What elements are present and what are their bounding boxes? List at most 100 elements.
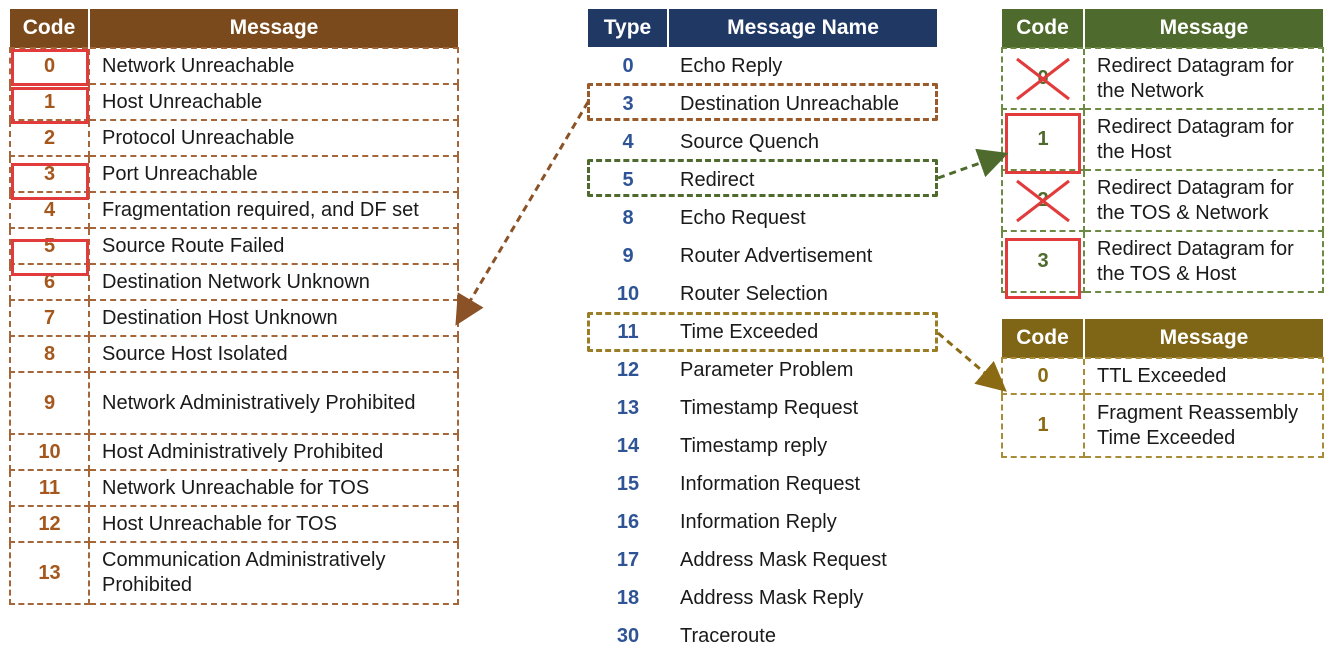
table-row: 3 Redirect Datagram for the TOS & Host xyxy=(1001,230,1324,293)
highlight-box xyxy=(1005,113,1081,174)
message-cell: Host Unreachable xyxy=(88,83,459,121)
message-cell: TTL Exceeded xyxy=(1083,357,1324,395)
highlight-box xyxy=(1005,238,1081,299)
type-cell: 17 xyxy=(616,548,640,571)
code-cell: 8 xyxy=(9,335,90,373)
message-cell: Network Unreachable for TOS xyxy=(88,469,459,507)
code-cell: 6 xyxy=(9,263,90,301)
name-cell: Address Mask Request xyxy=(680,548,887,571)
redirect-highlight xyxy=(587,159,938,197)
table-row: 2 Redirect Datagram for the TOS & Networ… xyxy=(1001,169,1324,232)
type-cell: 10 xyxy=(616,282,640,305)
type-cell: 11 xyxy=(617,320,639,343)
name-cell: Router Selection xyxy=(680,282,828,305)
type-cell: 15 xyxy=(616,472,640,495)
name-cell: Echo Reply xyxy=(680,54,783,77)
code-cell: 11 xyxy=(9,469,90,507)
highlight-box xyxy=(11,49,89,86)
table-row: 10 Router Selection xyxy=(588,275,937,313)
name-cell: Address Mask Reply xyxy=(680,586,864,609)
name-cell: Redirect xyxy=(680,168,755,191)
table-row: 0 Redirect Datagram for the Network xyxy=(1001,47,1324,110)
message-cell: Fragmentation required, and DF set xyxy=(88,191,459,229)
code-cell: 2 xyxy=(9,119,90,157)
code-cell: 5 xyxy=(9,227,90,265)
highlight-box xyxy=(11,163,89,200)
arrow-to-redirect-table xyxy=(937,148,1009,180)
table-row: 0 Echo Reply xyxy=(588,47,937,85)
code-header: Code xyxy=(1002,319,1085,358)
message-cell: Communication Administratively Prohibite… xyxy=(88,541,459,605)
code-cell: 1 xyxy=(1001,108,1085,171)
name-cell: Information Request xyxy=(680,472,861,495)
message-cell: Redirect Datagram for the Network xyxy=(1083,47,1324,110)
table-row: 13 Timestamp Request xyxy=(588,389,937,427)
name-cell: Timestamp Request xyxy=(680,396,859,419)
code-cell: 7 xyxy=(9,299,90,337)
name-cell: Traceroute xyxy=(680,624,776,647)
name-cell: Echo Request xyxy=(680,206,806,229)
cross-icon xyxy=(1016,57,1070,100)
table-row: 1 Redirect Datagram for the Host xyxy=(1001,108,1324,171)
type-cell: 16 xyxy=(616,510,640,533)
table-row: 17 Address Mask Request xyxy=(588,541,937,579)
type-cell: 4 xyxy=(622,130,634,153)
message-cell: Destination Host Unknown xyxy=(88,299,459,337)
message-cell: Host Administratively Prohibited xyxy=(88,433,459,471)
table-row: 30 Traceroute xyxy=(588,617,937,655)
code-cell: 0 xyxy=(1001,357,1085,395)
message-header: Message xyxy=(89,9,458,48)
cross-icon xyxy=(1016,179,1070,222)
type-cell: 9 xyxy=(622,244,634,267)
message-cell: Protocol Unreachable xyxy=(88,119,459,157)
message-cell: Network Unreachable xyxy=(88,47,459,85)
highlight-box xyxy=(11,239,89,276)
destination-unreachable-highlight xyxy=(587,83,938,121)
message-name-header: Message Name xyxy=(668,9,937,47)
type-cell: 12 xyxy=(616,358,640,381)
name-cell: Source Quench xyxy=(680,130,819,153)
type-cell: 3 xyxy=(622,92,634,115)
table-row: 4 Source Quench xyxy=(588,123,937,161)
name-cell: Information Reply xyxy=(680,510,837,533)
table-row: 15 Information Request xyxy=(588,465,937,503)
type-cell: 30 xyxy=(616,624,640,647)
name-cell: Time Exceeded xyxy=(680,320,819,343)
type-cell: 14 xyxy=(616,434,640,457)
name-cell: Timestamp reply xyxy=(680,434,828,457)
arrow-to-time-exceeded-table xyxy=(937,331,1007,392)
highlight-box xyxy=(11,87,89,124)
message-header: Message xyxy=(1084,319,1323,358)
code-cell-crossed: 0 xyxy=(1001,47,1085,110)
message-cell: Host Unreachable for TOS xyxy=(88,505,459,543)
type-cell: 18 xyxy=(616,586,640,609)
redirect-codes-table: Code Message 0 Redirect Datagram for the… xyxy=(1001,9,1324,293)
message-header: Message xyxy=(1084,9,1323,48)
type-cell: 13 xyxy=(616,396,640,419)
message-cell: Destination Network Unknown xyxy=(88,263,459,301)
message-cell: Port Unreachable xyxy=(88,155,459,193)
message-cell: Redirect Datagram for the Host xyxy=(1083,108,1324,171)
type-cell: 0 xyxy=(622,54,634,77)
message-cell: Source Route Failed xyxy=(88,227,459,265)
code-cell: 12 xyxy=(9,505,90,543)
message-cell: Fragment Reassembly Time Exceeded xyxy=(1083,393,1324,458)
code-cell: 1 xyxy=(1001,393,1085,458)
